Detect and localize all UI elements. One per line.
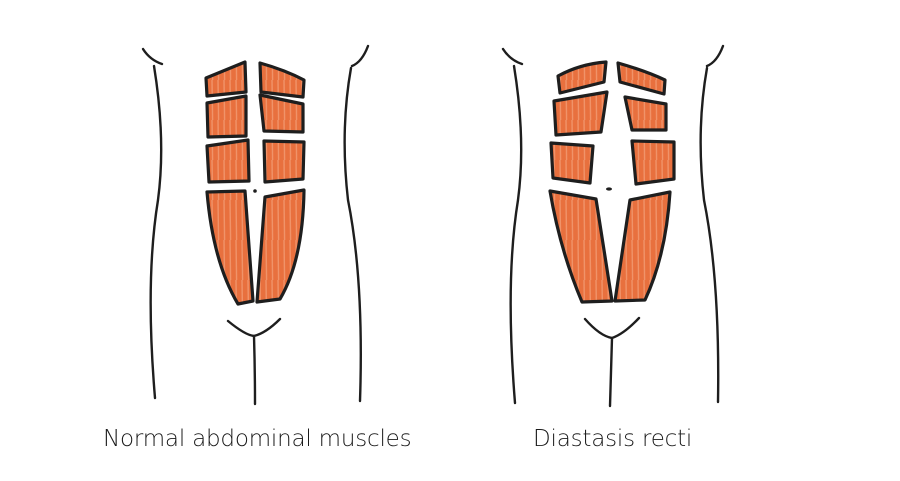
right-waist-curve <box>350 44 370 68</box>
pelvis-line <box>226 317 282 338</box>
caption-normal: Normal abdominal muscles <box>103 426 412 452</box>
navel <box>606 187 612 191</box>
diastasis-abdomen-figure <box>360 0 810 424</box>
diastasis-abdomen-illustration <box>501 44 725 408</box>
navel <box>253 189 257 193</box>
rectus-abdominis-separated <box>548 60 676 304</box>
normal-abdomen-figure <box>0 0 450 424</box>
left-waist-curve <box>141 47 164 66</box>
caption-diastasis: Diastasis recti <box>533 426 693 452</box>
normal-abdomen-illustration <box>141 44 370 406</box>
rectus-abdominis-normal <box>204 60 306 306</box>
